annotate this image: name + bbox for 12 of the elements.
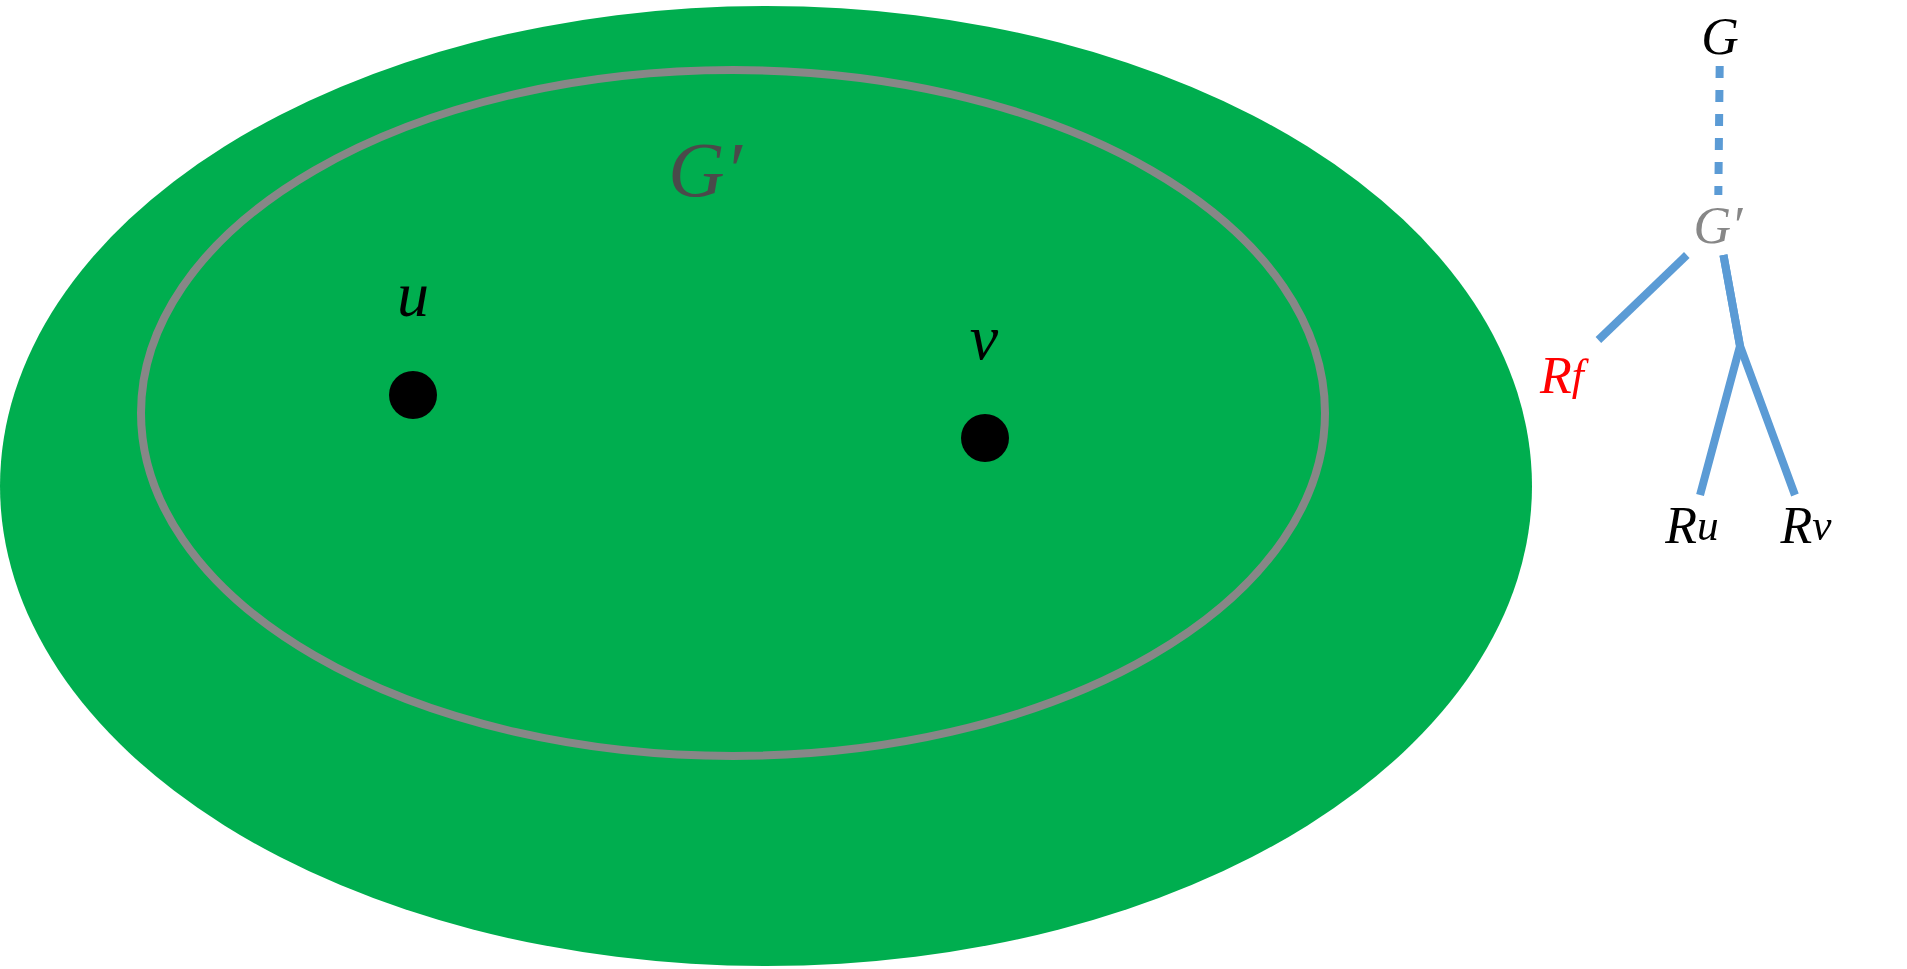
node-label: G′ xyxy=(1682,195,1754,255)
vertex-label: v xyxy=(969,306,999,370)
vertex-label: u xyxy=(397,263,429,327)
graph-label: G′ xyxy=(668,131,742,209)
dashed-tree-edge xyxy=(1714,65,1724,196)
tree-edge xyxy=(1719,254,1799,497)
vertex-dot xyxy=(389,371,437,419)
node-label: G xyxy=(1692,6,1748,66)
vertex-dot xyxy=(961,414,1009,462)
subgraph-ellipse xyxy=(137,66,1329,760)
tree-edge xyxy=(1595,252,1690,343)
region-ellipse xyxy=(0,6,1532,966)
